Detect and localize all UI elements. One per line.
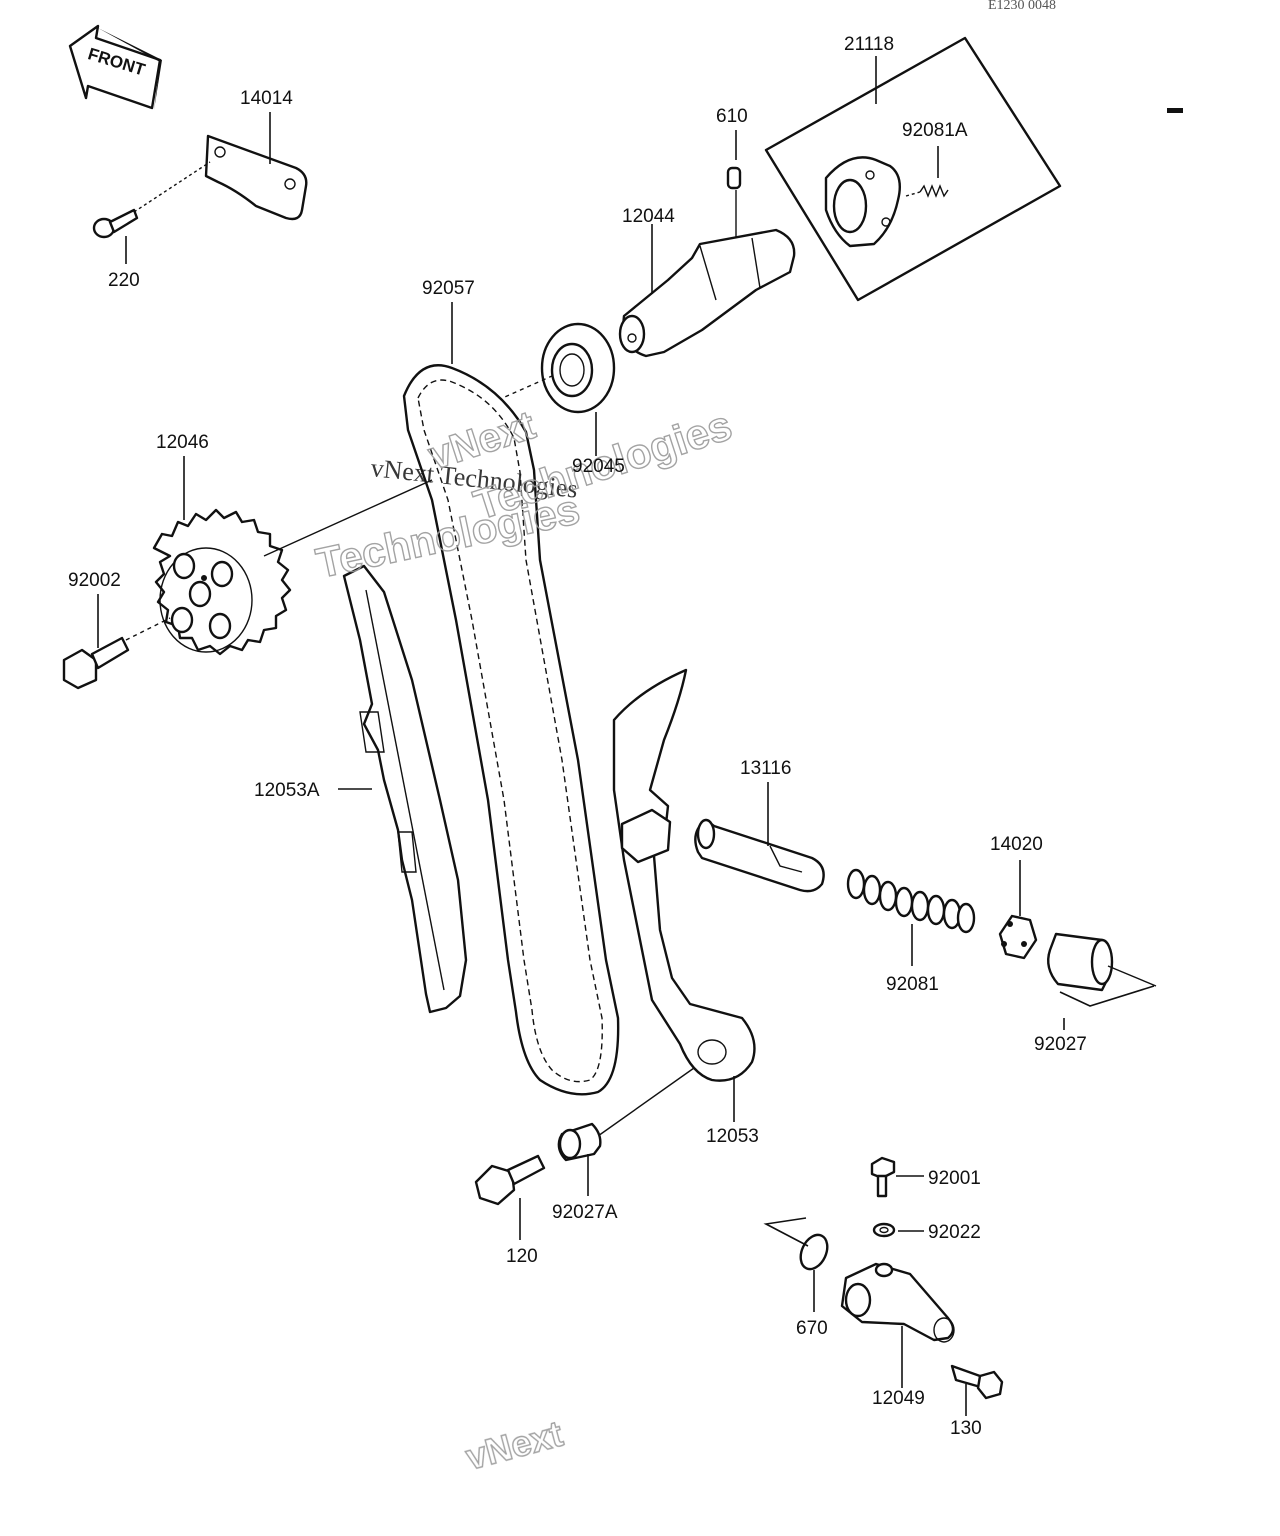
label-12044: 12044 (622, 206, 675, 227)
bearing-92045 (540, 322, 616, 414)
bolt-92001 (870, 1156, 896, 1198)
label-92081A: 92081A (902, 120, 968, 141)
collar-92027A (557, 1122, 602, 1162)
axis-220 (133, 161, 211, 213)
label-120: 120 (506, 1246, 538, 1267)
cam-chain-92057 (402, 364, 620, 1096)
label-21118: 21118 (844, 34, 894, 55)
decompressor-21118 (824, 156, 901, 248)
label-92022: 92022 (928, 1222, 981, 1243)
label-92027A: 92027A (552, 1202, 618, 1223)
label-92057: 92057 (422, 278, 475, 299)
bolt-120 (474, 1154, 546, 1206)
label-12053: 12053 (706, 1126, 759, 1147)
label-92002: 92002 (68, 570, 121, 591)
label-12049: 12049 (872, 1388, 925, 1409)
label-92027: 92027 (1034, 1034, 1087, 1055)
washer-92022 (872, 1222, 896, 1238)
push-rod-13116 (694, 818, 825, 893)
bolt-92002 (62, 636, 130, 690)
tensioner-arm-12053 (612, 668, 756, 1082)
label-220: 220 (108, 270, 140, 291)
bolt-130 (950, 1364, 1004, 1400)
screw-220 (92, 208, 139, 239)
chain-guide-12053A (342, 564, 468, 1014)
label-14020: 14020 (990, 834, 1043, 855)
edge-mark (1167, 108, 1183, 113)
plate-14014 (204, 134, 308, 221)
kit-box-21118 (764, 36, 1062, 302)
o-ring-670 (799, 1233, 829, 1271)
label-92001: 92001 (928, 1168, 981, 1189)
reference-code: E1230 0048 (988, 0, 1056, 13)
front-arrow-icon: FRONT (68, 24, 162, 110)
collar-92027 (1047, 932, 1114, 992)
label-670: 670 (796, 1318, 828, 1339)
indicator-670 (763, 1217, 809, 1247)
leader-92027-a (1059, 985, 1155, 1007)
axis-92002 (125, 617, 171, 641)
label-130: 130 (950, 1418, 982, 1439)
axis-12046 (263, 479, 433, 557)
spring-92081 (846, 868, 976, 934)
camshaft-12044 (618, 228, 796, 358)
sprocket-12046 (152, 508, 292, 656)
ball-retainer-14020 (998, 914, 1038, 960)
label-14014: 14014 (240, 88, 293, 109)
label-92045: 92045 (572, 456, 625, 477)
axis-92045 (497, 375, 553, 401)
pin-610 (726, 166, 742, 190)
label-12046: 12046 (156, 432, 209, 453)
label-92081: 92081 (886, 974, 939, 995)
label-13116: 13116 (740, 758, 791, 779)
spring-92081A (905, 184, 949, 198)
tensioner-body-12049 (840, 1262, 955, 1343)
label-610: 610 (716, 106, 748, 127)
axis-12053 (597, 1067, 695, 1137)
leader-92027-b (1107, 965, 1157, 987)
watermark-bottom: vNext (461, 1413, 566, 1478)
label-12053A: 12053A (254, 780, 320, 801)
